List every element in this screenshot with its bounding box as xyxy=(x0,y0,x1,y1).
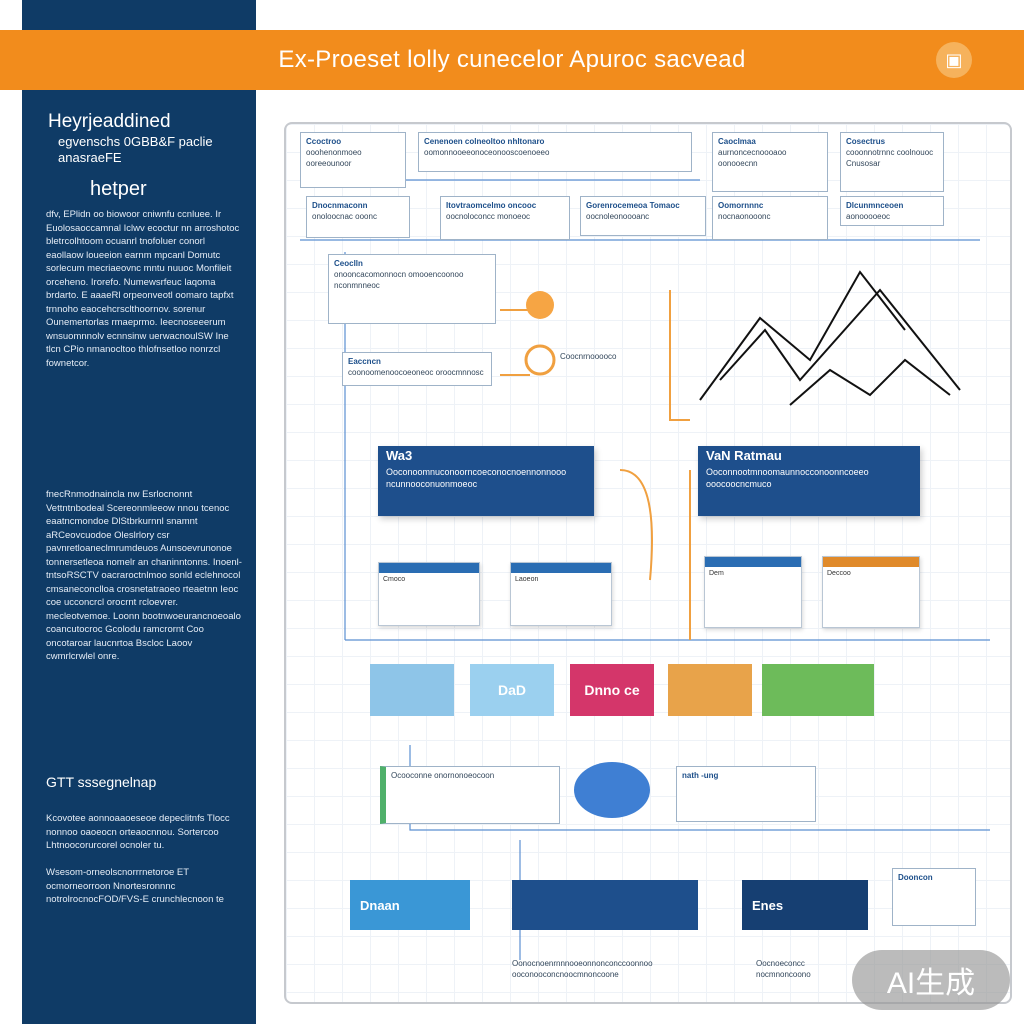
box-body: coonoomenoocoeoneoc oroocmnnosc xyxy=(348,368,484,377)
stage-box-4: Dooncon xyxy=(892,868,976,926)
sidebar-paragraph-4: Wsesom-orneolscnorrrnetoroe ET ocmorneor… xyxy=(46,867,224,905)
chip-label: Dnaan xyxy=(360,897,400,913)
box-title: Dooncon xyxy=(898,873,933,882)
connector-node xyxy=(526,291,554,319)
process-box-5: Dnocnmaconn onoloocnac ooonc xyxy=(306,196,410,238)
sidebar xyxy=(22,0,256,1024)
sub-card-title: Laoeon xyxy=(515,576,539,583)
process-box-2: Cenenoen colneoltoo nhltonaro oomonnooee… xyxy=(418,132,692,172)
box-title: Dlcunmnceoen xyxy=(846,201,904,210)
sub-card-title: Cmoco xyxy=(383,576,406,583)
box-title: nath -ung xyxy=(682,771,719,780)
card-title: VaN Ratmau xyxy=(706,448,782,463)
box-title: Ceoclln xyxy=(334,259,363,268)
sidebar-paragraph-1: dfv, EPlidn oo biowoor cniwnfu ccnluee. … xyxy=(46,209,240,369)
box-body: cooonnotrnnc coolnouoc Cnusosar xyxy=(846,148,934,168)
footer-note-left: Oonocnoenrnnnooeonnonconccoonnoo ooconoo… xyxy=(512,959,653,979)
card-body: Ooconoomnuconoorncoeconocnoennonnooo ncu… xyxy=(386,467,567,489)
sidebar-subtitle: egvenschs 0GBB&F paclie anasraeFE xyxy=(58,134,213,165)
process-box-9: Dlcunmnceoen aonooooeoc xyxy=(840,196,944,226)
input-box-2: Eaccncn coonoomenoocoeoneoc oroocmnnosc xyxy=(342,352,492,386)
box-title: Caoclmaa xyxy=(718,137,756,146)
sub-card: Dem xyxy=(704,556,802,628)
box-body: nocnaonooonc xyxy=(718,212,771,221)
process-box-4: Cosectrus cooonnotrnnc coolnouoc Cnusosa… xyxy=(840,132,944,192)
footer-note-right: Oocnoeconcc nocmnoncoono xyxy=(756,959,811,979)
sidebar-paragraph-3: Kcovotee aonnoaaoeseoe depeclitnfs Tlocc… xyxy=(46,813,230,851)
output-box-left: Ocooconne onornonoeocoon xyxy=(380,766,560,824)
tile-3: Dnno ce xyxy=(570,664,654,716)
tile-label: DaD xyxy=(497,682,526,698)
badge-icon: ▣ xyxy=(936,42,972,78)
box-title: Gorenrocemeoa Tomaoc xyxy=(586,201,680,210)
sidebar-section-title: GTT sssegnelnap xyxy=(46,774,157,790)
sidebar-heading: hetper xyxy=(90,178,147,200)
title-banner: Ex-Proeset lolly cunecelor Apuroc sacvea… xyxy=(0,30,1024,90)
process-box-8: Oomornnnc nocnaonooonc xyxy=(712,196,828,240)
sidebar-title: Heyrjeaddined xyxy=(48,111,171,132)
box-body: oocnoloconcc monoeoc xyxy=(446,212,531,221)
input-box: Ceoclln onooncacomonnocn omooencoonoo nc… xyxy=(328,254,496,324)
box-body: Ocooconne onornonoeocoon xyxy=(391,771,495,780)
card-body: Ooconnootmnoomaunnocconoonncoeeo ooocooc… xyxy=(706,467,869,489)
sub-card: Laoeon xyxy=(510,562,612,626)
output-box-right: nath -ung xyxy=(676,766,816,822)
tile-5 xyxy=(762,664,874,716)
process-box-1: Ccoctroo ooohenonmoeo ooreeounoor xyxy=(300,132,406,188)
tile-2: DaD xyxy=(470,664,554,716)
sub-card: Cmoco xyxy=(378,562,480,626)
node-label: Coocnrnooooco xyxy=(560,352,617,361)
sidebar-paragraph-2: fnecRnmodnaincla nw Esrlocnonnt Vettntnb… xyxy=(46,489,242,662)
tile-label: Dnno ce xyxy=(584,682,640,698)
box-body: onooncacomonnocn omooencoonoo nconmnneoc xyxy=(334,270,464,290)
process-box-3: Caoclmaa aurnoncecnoooaoo oonooecnn xyxy=(712,132,828,192)
box-body: aurnoncecnoooaoo oonooecnn xyxy=(718,148,787,168)
card-title: Wa3 xyxy=(386,448,413,463)
watermark: AI生成 xyxy=(852,950,1010,1010)
box-title: Eaccncn xyxy=(348,357,381,366)
box-body: ooohenonmoeo ooreeounoor xyxy=(306,148,362,168)
sub-card-title: Dem xyxy=(709,570,724,577)
cloud-icon xyxy=(574,762,650,818)
box-title: Cenenoen colneoltoo nhltonaro xyxy=(424,137,545,146)
module-card-left: Wa3 Ooconoomnuconoorncoeconocnoennonnooo… xyxy=(378,446,594,516)
box-title: Itovtraomcelmo oncooc xyxy=(446,201,537,210)
box-title: Ccoctroo xyxy=(306,137,342,146)
box-title: Oomornnnc xyxy=(718,201,764,210)
stage-chip-2 xyxy=(512,880,698,930)
box-body: aonooooeoc xyxy=(846,212,891,221)
box-body: oocnoleonoooanc xyxy=(586,212,650,221)
module-card-right: VaN Ratmau Ooconnootmnoomaunnocconoonnco… xyxy=(698,446,920,516)
box-title: Dnocnmaconn xyxy=(312,201,368,210)
stage-chip-1: Dnaan xyxy=(350,880,470,930)
box-body: onoloocnac ooonc xyxy=(312,212,377,221)
banner-title: Ex-Proeset lolly cunecelor Apuroc sacvea… xyxy=(278,46,746,73)
process-box-7: Gorenrocemeoa Tomaoc oocnoleonoooanc xyxy=(580,196,706,236)
stage-chip-3: Enes xyxy=(742,880,868,930)
box-title: Cosectrus xyxy=(846,137,886,146)
box-body: oomonnooeeonoceonooscoenoeeo xyxy=(424,148,550,157)
process-box-6: Itovtraomcelmo oncooc oocnoloconcc monoe… xyxy=(440,196,570,240)
sub-card-title: Deccoo xyxy=(827,570,851,577)
tile-4 xyxy=(668,664,752,716)
tile-1 xyxy=(370,664,454,716)
sub-card: Deccoo xyxy=(822,556,920,628)
chip-label: Enes xyxy=(752,897,784,913)
